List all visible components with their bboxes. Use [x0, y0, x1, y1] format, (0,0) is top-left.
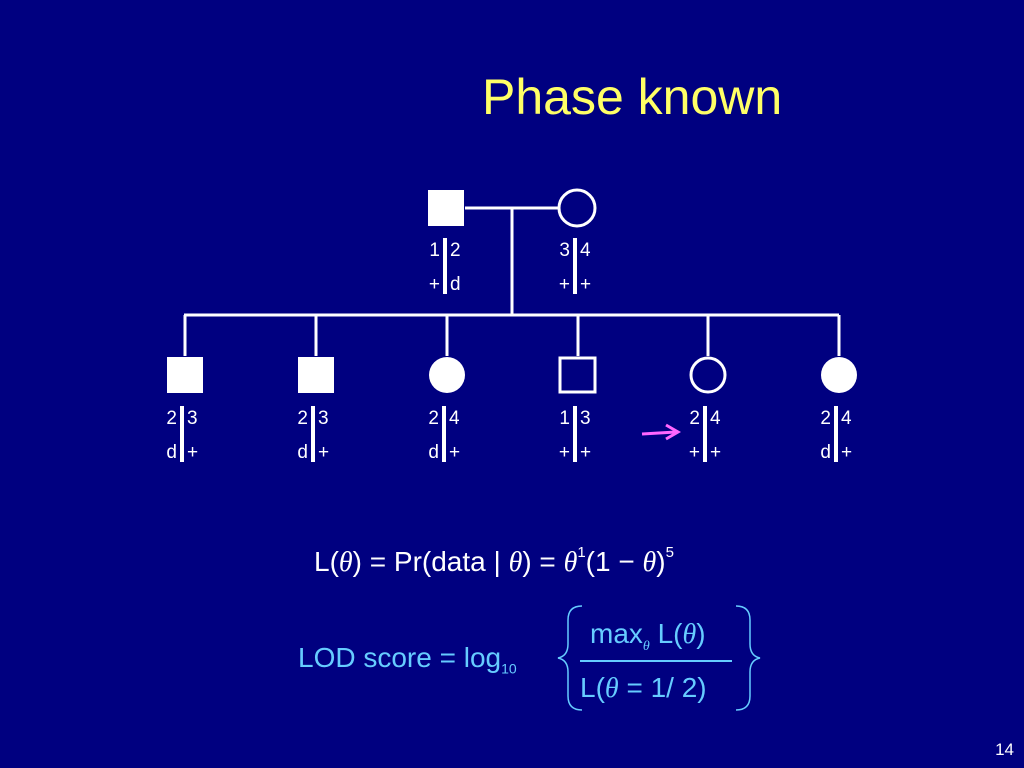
allele-bottom-left: + [558, 442, 570, 463]
child1-affected-male [167, 357, 203, 393]
allele-bottom-right: + [449, 442, 461, 463]
father-affected-male [428, 190, 464, 226]
child2-affected-male [298, 357, 334, 393]
allele-top-left: 2 [689, 408, 700, 429]
allele-bottom-left: d [166, 442, 177, 463]
max-subscript-theta: θ [642, 638, 650, 654]
eq-exponent-1: 1 [577, 544, 586, 561]
den-value: = 1/ 2) [618, 672, 707, 703]
haplotype-divider [442, 406, 446, 462]
haplotype-divider [703, 406, 707, 462]
child6-affected-female [821, 357, 857, 393]
lod-label: LOD score = log [298, 642, 502, 673]
allele-bottom-right: + [710, 442, 722, 463]
allele-top-right: 4 [841, 408, 852, 429]
lod-equation-label: LOD score = log10 [298, 642, 517, 677]
allele-bottom-left: d [820, 442, 831, 463]
lod-denominator: L(θ = 1/ 2) [580, 672, 707, 705]
mother-unaffected-female [557, 188, 597, 228]
likelihood-equation: L(θ) = Pr(data | θ) = θ1(1 − θ)5 [314, 544, 674, 579]
num-L: L( [649, 618, 683, 649]
haplotype-divider [834, 406, 838, 462]
allele-bottom-left: d [428, 442, 439, 463]
allele-bottom-right: + [580, 442, 592, 463]
allele-top-right: 4 [710, 408, 721, 429]
right-brace [735, 605, 761, 711]
allele-bottom-left: + [428, 274, 440, 295]
eq-exponent-5: 5 [665, 544, 674, 561]
child4-unaffected-male [558, 356, 597, 394]
allele-bottom-left: + [688, 442, 700, 463]
allele-top-left: 2 [428, 408, 439, 429]
allele-top-right: 3 [187, 408, 198, 429]
den-theta: θ [604, 673, 619, 704]
haplotype-divider [180, 406, 184, 462]
allele-top-right: 4 [580, 240, 591, 261]
allele-top-left: 1 [429, 240, 440, 261]
allele-bottom-right: + [318, 442, 330, 463]
allele-top-right: 3 [318, 408, 329, 429]
eq-one-minus: (1 − [585, 546, 643, 577]
allele-top-left: 1 [559, 408, 570, 429]
allele-bottom-right: d [450, 274, 461, 295]
allele-bottom-left: d [297, 442, 308, 463]
haplotype-divider [573, 238, 577, 294]
eq-theta: θ [338, 547, 353, 578]
max-text: max [590, 618, 643, 649]
child3-affected-female [429, 357, 465, 393]
lod-numerator: maxθ L(θ) [590, 618, 706, 655]
fraction-bar [580, 660, 732, 662]
slide-title: Phase known [482, 69, 783, 125]
left-brace [557, 605, 583, 711]
child5-unaffected-female [689, 356, 727, 394]
eq-equals: ) = [522, 546, 564, 577]
allele-top-left: 3 [559, 240, 570, 261]
allele-top-right: 3 [580, 408, 591, 429]
haplotype-divider [311, 406, 315, 462]
allele-top-left: 2 [166, 408, 177, 429]
allele-top-right: 4 [449, 408, 460, 429]
den-L: L( [580, 672, 605, 703]
allele-bottom-left: + [558, 274, 570, 295]
allele-bottom-right: + [580, 274, 592, 295]
eq-theta: θ [563, 547, 578, 578]
num-close: ) [696, 618, 706, 649]
eq-theta: θ [642, 547, 657, 578]
eq-L-open: L( [314, 546, 339, 577]
haplotype-divider [573, 406, 577, 462]
eq-pr-data: ) = Pr(data | [352, 546, 509, 577]
allele-top-left: 2 [820, 408, 831, 429]
allele-bottom-right: + [841, 442, 853, 463]
recombinant-arrow-icon [641, 423, 681, 441]
log-base: 10 [501, 660, 517, 677]
page-number: 14 [995, 740, 1014, 759]
allele-bottom-right: + [187, 442, 199, 463]
allele-top-right: 2 [450, 240, 461, 261]
num-theta: θ [682, 619, 697, 650]
eq-theta: θ [508, 547, 523, 578]
eq-close-paren: ) [656, 546, 666, 577]
allele-top-left: 2 [297, 408, 308, 429]
haplotype-divider [443, 238, 447, 294]
